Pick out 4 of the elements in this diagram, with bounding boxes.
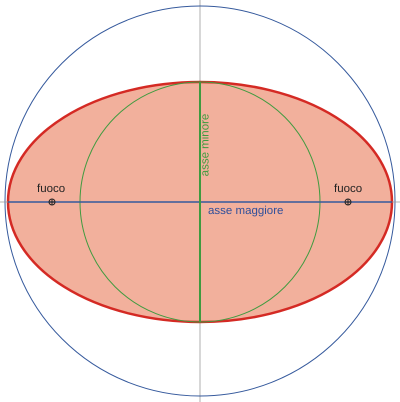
axis-label: asse maggiore — [208, 205, 284, 218]
axis-label: asse minore — [200, 114, 212, 176]
axis-label: fuoco — [334, 183, 362, 196]
axis-label: fuoco — [37, 183, 66, 196]
